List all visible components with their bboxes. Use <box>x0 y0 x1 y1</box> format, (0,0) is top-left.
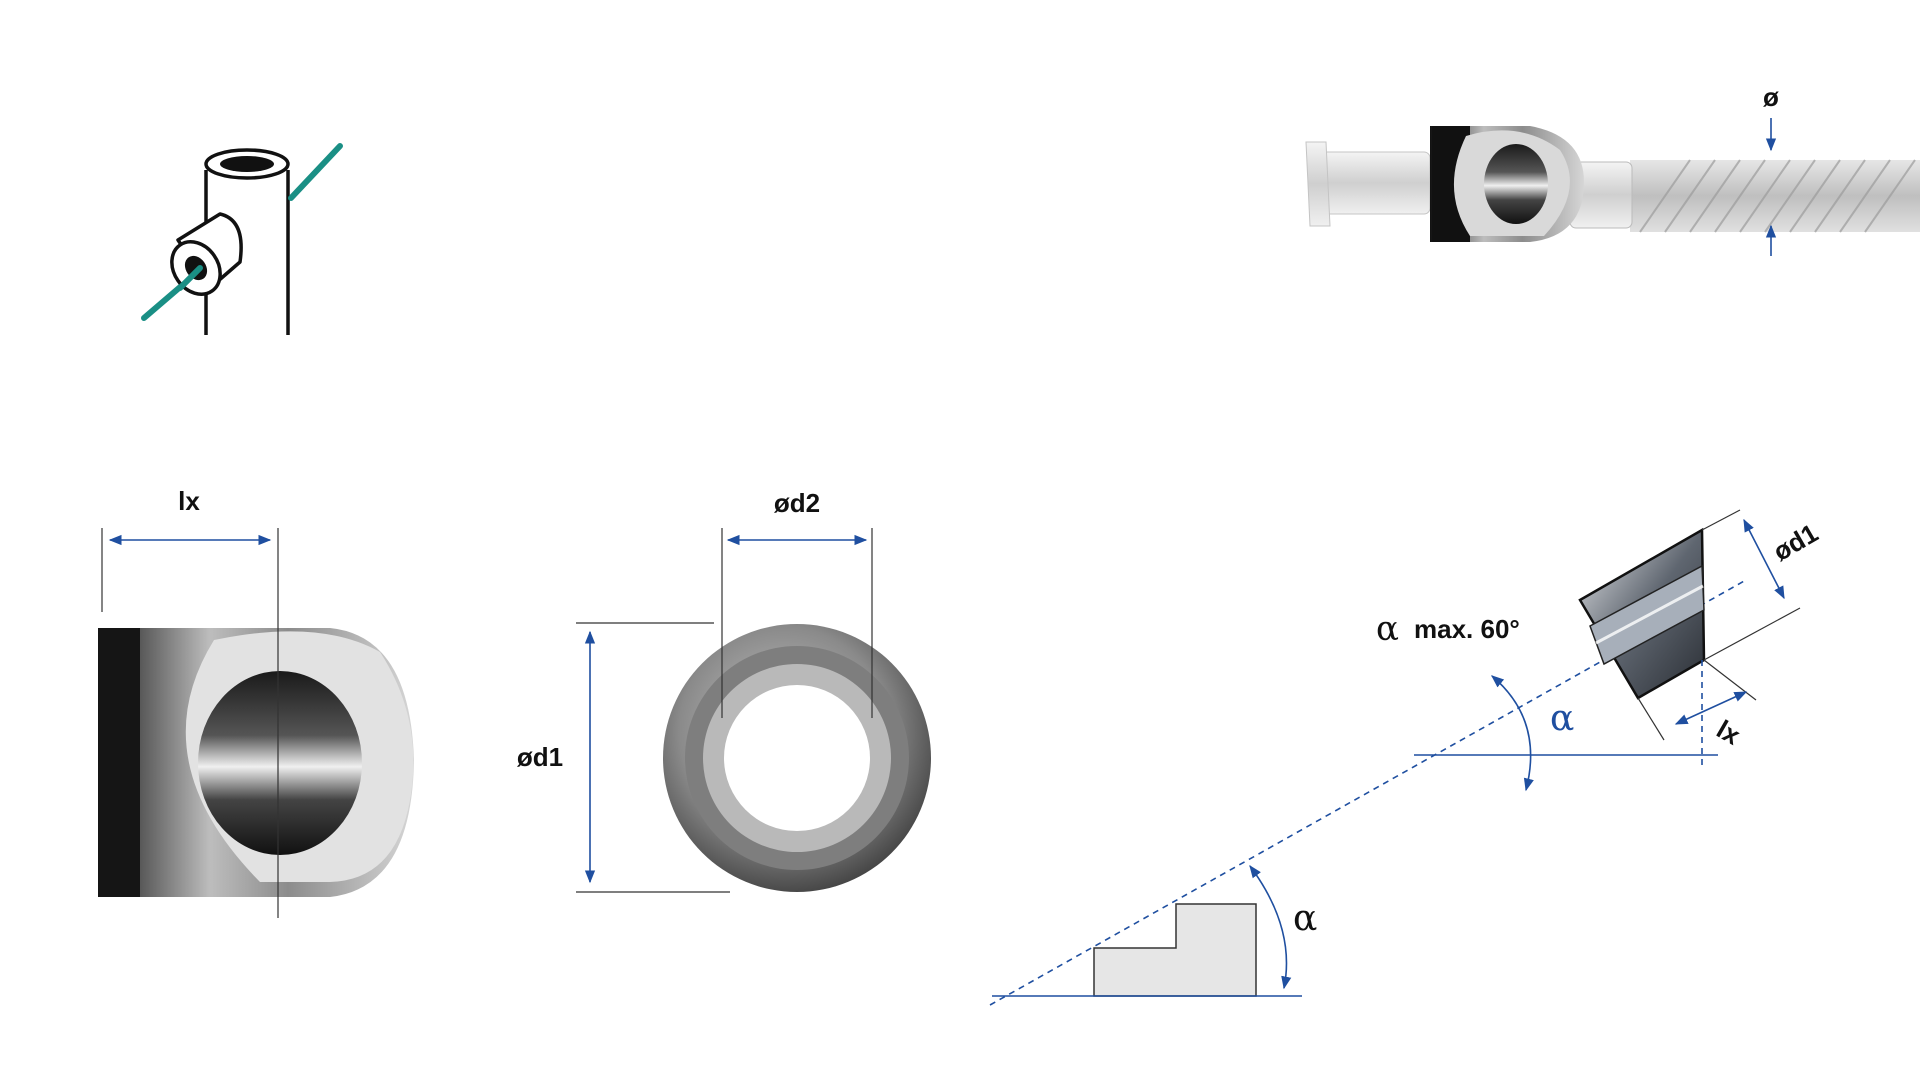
fitting-side-view <box>98 628 414 897</box>
mounting-step <box>1093 903 1257 997</box>
alpha-max-label: max. 60° <box>1414 614 1520 644</box>
front-d2-label: ød2 <box>774 488 820 518</box>
angled-lx-label: lx <box>1712 714 1746 751</box>
angled-d1-label: ød1 <box>1768 518 1823 567</box>
fitting-angled-view <box>1578 527 1706 700</box>
fitting-front-view <box>663 624 931 892</box>
lower-alpha-label: α <box>1293 898 1317 939</box>
post-with-cable-fitting-icon <box>141 143 343 335</box>
upper-alpha-label: α <box>1550 698 1574 739</box>
alpha-max-symbol: α <box>1376 609 1399 649</box>
cable-diameter-label: ø <box>1763 82 1779 112</box>
cable-end-fitting-photo <box>1305 126 1920 242</box>
side-lx-label: lx <box>178 486 200 516</box>
front-d1-label: ød1 <box>517 742 563 772</box>
